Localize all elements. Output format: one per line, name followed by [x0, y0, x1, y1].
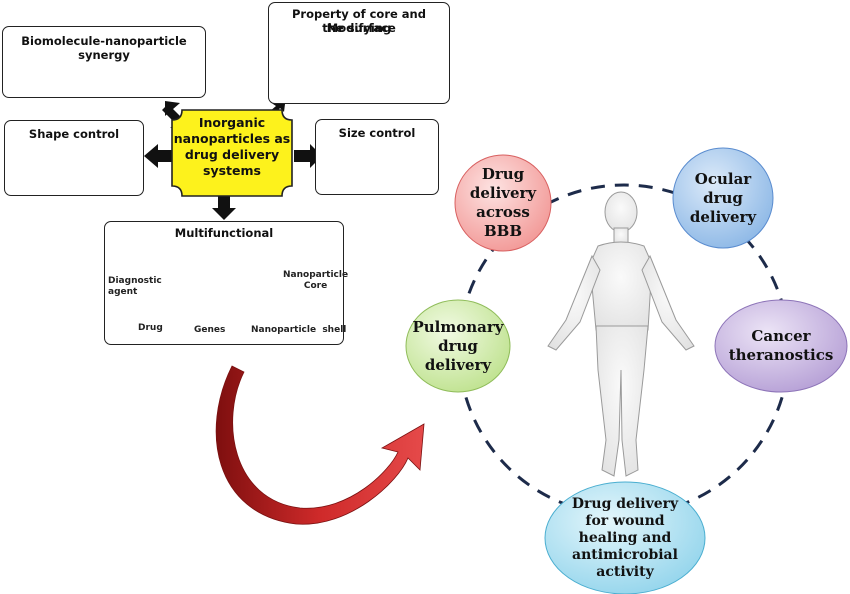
- genes-label: Genes: [194, 325, 226, 335]
- center-line-2: nanoparticles as: [173, 131, 291, 146]
- bubble-bbb: Drug delivery across BBB: [469, 165, 537, 240]
- shape-box: Shape control: [4, 120, 144, 196]
- diagnostic-label: Diagnostic agent: [108, 276, 162, 297]
- surface-title-2: the surface: [322, 21, 396, 35]
- drug-label: Drug: [138, 323, 163, 333]
- bubble-cancer: Cancer theranostics: [728, 327, 834, 364]
- center-box-shape: [171, 109, 293, 197]
- size-box: Size control: [315, 119, 439, 195]
- shell-label: Nanoparticle shell: [251, 325, 347, 335]
- human-figure-icon: [547, 191, 695, 477]
- synergy-box: Biomolecule-nanoparticle synergy: [2, 26, 206, 98]
- center-line-3: drug delivery: [184, 147, 280, 162]
- center-line-4: systems: [203, 163, 261, 178]
- core-label: Nanoparticle Core: [283, 270, 349, 291]
- red-curved-arrow: [215, 365, 425, 525]
- size-title: Size control: [338, 126, 416, 140]
- bubble-pulmonary: Pulmonary drug delivery: [412, 317, 504, 374]
- shape-title: Shape control: [28, 127, 120, 141]
- surface-box: Property of core and Modifying the surfa…: [268, 2, 450, 104]
- surface-title-1: Property of core and Modifying: [292, 7, 426, 35]
- multifunctional-box: Multifunctional: [104, 221, 344, 345]
- center-title: Inorganic nanoparticles as drug delivery…: [172, 115, 292, 179]
- multi-title: Multifunctional: [174, 226, 274, 240]
- bubble-wound: Drug delivery for wound healing and anti…: [571, 495, 679, 580]
- bubble-ocular: Ocular drug delivery: [689, 169, 757, 226]
- synergy-title: Biomolecule-nanoparticle synergy: [21, 34, 187, 62]
- center-line-1: Inorganic: [198, 115, 266, 130]
